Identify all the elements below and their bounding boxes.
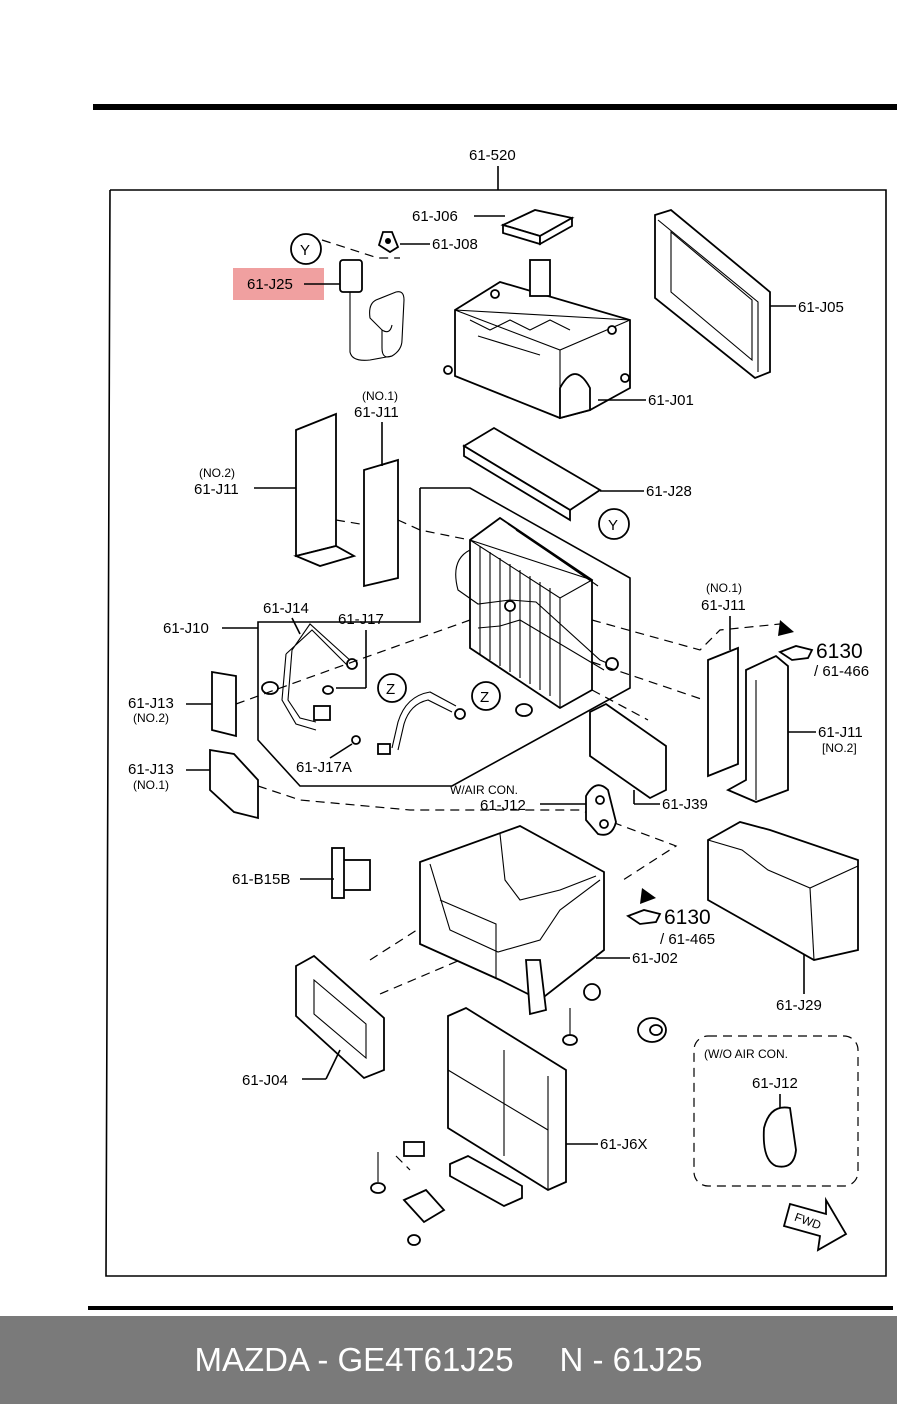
label-w-air-con: W/AIR CON. <box>450 783 518 797</box>
j10-group-outline <box>257 487 631 787</box>
part-j01 <box>443 259 631 420</box>
footer-short-number: N - 61J25 <box>559 1341 703 1378</box>
label-j13-no2-tag: (NO.2) <box>133 711 169 725</box>
part-j17a <box>351 735 361 745</box>
svg-text:Z: Z <box>480 689 489 706</box>
ref-61-466[interactable]: / 61-466 <box>814 663 869 680</box>
ref-6130-a[interactable]: 6130 <box>816 640 863 663</box>
label-61-b15b: 61-B15B <box>232 871 290 888</box>
label-61-j25: 61-J25 <box>247 276 293 293</box>
parts-diagram: 61-520 61-J06 61-J08 Y 61-J25 61-J05 <box>88 104 897 1310</box>
label-61-j6x: 61-J6X <box>600 1136 648 1153</box>
part-j39 <box>589 702 667 800</box>
part-drain-hose <box>377 691 533 755</box>
label-61-j11-no2-left: 61-J11 <box>194 481 239 498</box>
label-61-j17a: 61-J17A <box>296 759 352 776</box>
pointing-hand-icon <box>778 645 814 661</box>
label-61-j11-no1-left: 61-J11 <box>354 404 399 421</box>
label-61-520: 61-520 <box>469 147 516 164</box>
part-j08 <box>377 231 400 254</box>
pointing-hand-icon <box>626 909 662 925</box>
part-screw <box>562 1008 578 1046</box>
label-j13-no1-tag: (NO.1) <box>133 778 169 792</box>
part-j06 <box>500 209 575 246</box>
label-61-j13-no1: 61-J13 <box>128 761 174 778</box>
label-61-j28: 61-J28 <box>646 483 692 500</box>
label-61-j01: 61-J01 <box>648 392 694 409</box>
part-j13-no1 <box>209 748 259 820</box>
label-61-j13-no2: 61-J13 <box>128 695 174 712</box>
part-j02 <box>419 825 605 1016</box>
arrow-icon <box>778 620 794 636</box>
part-j11-no2-left <box>293 412 357 567</box>
part-j04 <box>295 954 385 1080</box>
ref-6130-b[interactable]: 6130 <box>664 906 711 929</box>
part-j11-no1-right <box>707 646 739 778</box>
bottom-rule <box>88 1306 893 1310</box>
label-j11-no2-tag: (NO.2) <box>199 466 235 480</box>
callout-y-evap <box>598 508 630 540</box>
label-61-j04: 61-J04 <box>242 1072 288 1089</box>
part-j29 <box>707 821 859 961</box>
label-wo-air-con: (W/O AIR CON. <box>704 1047 788 1061</box>
callout-z-left <box>377 673 407 703</box>
label-61-j11-no2-right: 61-J11 <box>818 724 863 741</box>
label-61-j17: 61-J17 <box>338 611 384 628</box>
part-j6x <box>447 1006 567 1192</box>
svg-text:Y: Y <box>608 517 618 534</box>
part-j12 <box>585 784 617 836</box>
part-j14 <box>261 623 358 731</box>
part-b15b <box>331 847 371 899</box>
label-j11r-no1-tag: (NO.1) <box>706 581 742 595</box>
diagram-frame <box>105 189 887 1277</box>
arrow-icon <box>640 888 656 904</box>
part-j25 <box>339 259 405 361</box>
ref-61-465[interactable]: / 61-465 <box>660 931 715 948</box>
label-61-j29: 61-J29 <box>776 997 822 1014</box>
part-j12-inset <box>762 1106 797 1168</box>
part-j13-no2 <box>211 670 237 738</box>
label-61-j06: 61-J06 <box>412 208 458 225</box>
part-j28 <box>462 426 602 522</box>
label-61-j12-inset: 61-J12 <box>752 1075 798 1092</box>
label-61-j10: 61-J10 <box>163 620 209 637</box>
part-j05 <box>654 208 771 380</box>
svg-text:Z: Z <box>386 681 395 698</box>
part-evaporator <box>455 516 619 710</box>
label-61-j08: 61-J08 <box>432 236 478 253</box>
label-j11r-no2-tag: [NO.2] <box>822 741 857 755</box>
footer-part-number: MAZDA - GE4T61J25 <box>194 1341 514 1378</box>
part-j11-no1-left <box>363 458 399 588</box>
label-61-j11-no1-right: 61-J11 <box>701 597 746 614</box>
callout-z-right <box>471 681 501 711</box>
svg-text:Y: Y <box>300 242 310 259</box>
part-j11-no2-right <box>725 654 789 803</box>
top-rule <box>93 104 897 110</box>
label-61-j39: 61-J39 <box>662 796 708 813</box>
label-61-j02: 61-J02 <box>632 950 678 967</box>
part-clips <box>370 1141 523 1246</box>
callout-y-top <box>290 233 322 265</box>
label-61-j05: 61-J05 <box>798 299 844 316</box>
label-61-j12: 61-J12 <box>480 797 526 814</box>
fwd-arrow-icon: FWD <box>782 1196 848 1252</box>
part-grommet <box>637 1017 667 1043</box>
label-61-j14: 61-J14 <box>263 600 309 617</box>
inset-wo-air-con <box>693 1035 859 1187</box>
label-j11-no1-tag: (NO.1) <box>362 389 398 403</box>
footer-bar: MAZDA - GE4T61J25 N - 61J25 <box>0 1316 897 1404</box>
